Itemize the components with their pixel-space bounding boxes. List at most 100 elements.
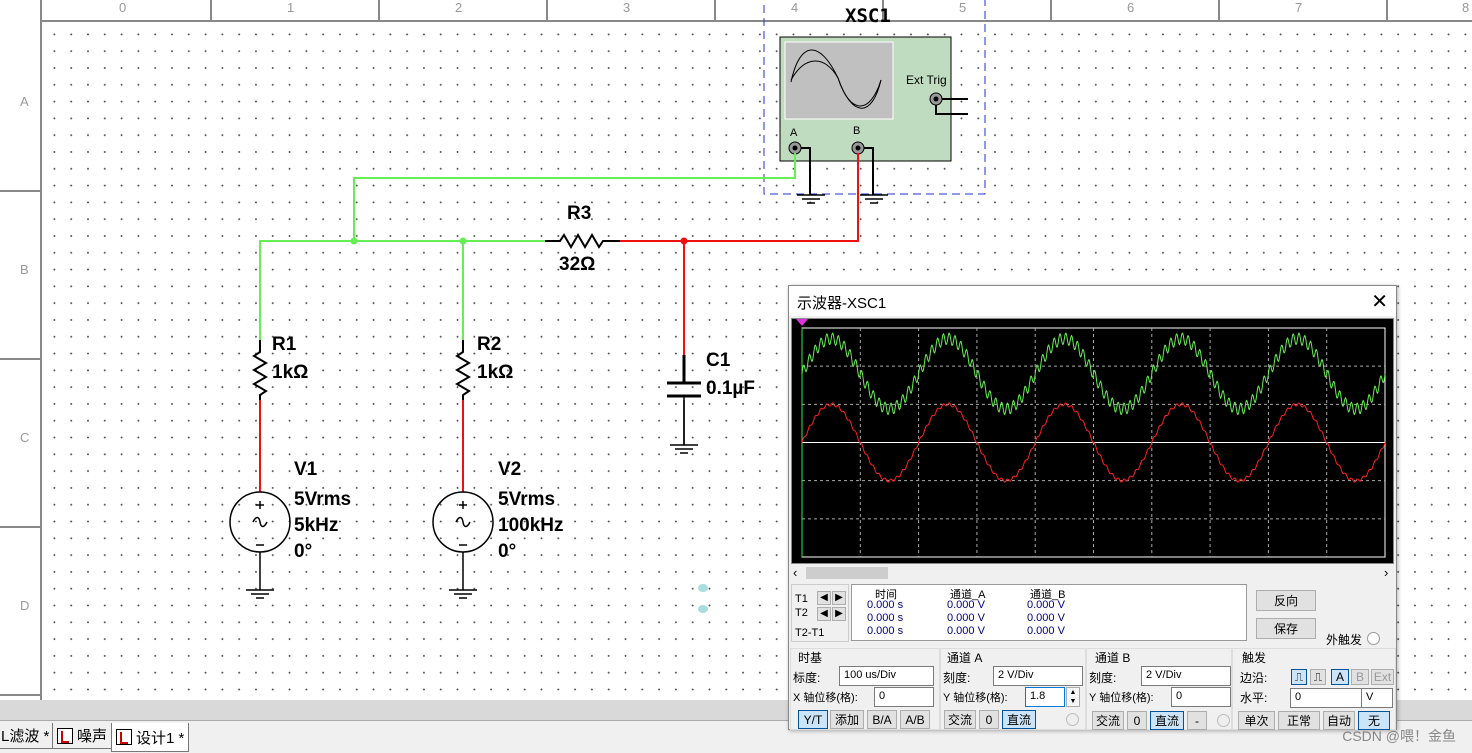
tab-filter[interactable]: L滤波 * [0, 723, 55, 749]
header-channel-a: 通道_A [950, 589, 986, 601]
cursor-controls: T1 T2 T2-T1 ◀ ▶ ◀ ▶ [791, 584, 849, 642]
channel-b-trace [801, 402, 1386, 483]
channel-b-invert-button[interactable]: - [1187, 711, 1207, 730]
timebase-scale-input[interactable]: 100 us/Div [839, 666, 934, 686]
v2-frequency[interactable]: 100kHz [498, 515, 564, 536]
reverse-button[interactable]: 反向 [1256, 590, 1316, 611]
row-label: C [20, 430, 30, 445]
channel-b-scale-input[interactable]: 2 V/Div [1141, 666, 1231, 686]
r3-name[interactable]: R3 [567, 203, 592, 224]
scroll-thumb[interactable] [806, 567, 888, 579]
tab-design1[interactable]: 设计1 * [111, 723, 190, 752]
col-label: 3 [623, 0, 631, 15]
v2-phase[interactable]: 0° [498, 541, 517, 562]
v1-amplitude[interactable]: 5Vrms [294, 489, 352, 510]
ext-trigger-radio[interactable] [1367, 632, 1380, 645]
add-button[interactable]: 添加 [830, 710, 864, 729]
scope-screen[interactable] [791, 318, 1394, 564]
row-label: A [20, 94, 29, 109]
channel-a-dc-button[interactable]: 直流 [1002, 710, 1036, 729]
r1-value[interactable]: 1kΩ [272, 362, 309, 383]
header-channel-b: 通道_B [1030, 589, 1066, 601]
auto-mode-button[interactable]: 自动 [1323, 711, 1355, 730]
normal-mode-button[interactable]: 正常 [1278, 711, 1320, 730]
c1-name[interactable]: C1 [706, 350, 731, 371]
header-time: 时间 [875, 589, 897, 601]
channel-a-title: 通道 A [947, 651, 983, 665]
v1-phase[interactable]: 0° [294, 541, 313, 562]
capacitor-c1 [667, 355, 701, 445]
oscilloscope-window: 示波器-XSC1 ✕ ‹ › T1 T2 T2-T1 ◀ ▶ ◀ ▶ 时间 通道… [788, 285, 1397, 730]
waveform-display [796, 319, 1386, 558]
t1-label: T1 [795, 593, 808, 605]
channel-a-zero-button[interactable]: 0 [979, 710, 999, 729]
falling-edge-icon[interactable]: ⎍ [1310, 669, 1326, 685]
single-mode-button[interactable]: 单次 [1238, 711, 1275, 730]
t1-right-arrow-icon[interactable]: ▶ [832, 591, 846, 605]
xsc1-label[interactable]: XSC1 [845, 5, 891, 27]
channel-b-dc-button[interactable]: 直流 [1150, 711, 1184, 730]
rising-edge-icon[interactable]: ⎍ [1291, 669, 1307, 685]
window-title-bar[interactable]: 示波器-XSC1 [789, 286, 1396, 316]
t2t1-label: T2-T1 [795, 627, 825, 639]
channel-a-ac-button[interactable]: 交流 [944, 710, 976, 729]
channel-a-wires [259, 153, 796, 340]
tab-noise[interactable]: 噪声 [52, 723, 113, 749]
v2-name[interactable]: V2 [498, 459, 522, 480]
channel-b-ac-button[interactable]: 交流 [1092, 711, 1124, 730]
channel-b-scale-label: 刻度: [1089, 671, 1117, 685]
channel-a-section: 通道 A 刻度: 2 V/Div Y 轴位移(格): 1.8 ▲▼ 交流 0 直… [940, 648, 1086, 730]
scroll-right-icon[interactable]: › [1384, 565, 1389, 580]
v1-name[interactable]: V1 [294, 459, 318, 480]
trigger-level-unit[interactable]: V [1361, 688, 1393, 708]
r1-name[interactable]: R1 [272, 334, 297, 355]
channel-a-scale-input[interactable]: 2 V/Div [993, 666, 1083, 686]
scroll-left-icon[interactable]: ‹ [793, 565, 798, 580]
trigger-title: 触发 [1242, 651, 1267, 665]
top-ruler: 0 1 2 3 4 5 6 7 8 [0, 0, 1472, 22]
col-label: 0 [119, 0, 127, 15]
row-label: B [20, 262, 29, 277]
trigger-source-ext[interactable]: Ext [1371, 669, 1394, 685]
r2-name[interactable]: R2 [477, 334, 502, 355]
t2-right-arrow-icon[interactable]: ▶ [832, 607, 846, 621]
v1-frequency[interactable]: 5kHz [294, 515, 339, 536]
r3-value[interactable]: 32Ω [559, 254, 596, 275]
schematic-doc-icon [116, 729, 132, 745]
trigger-source-a[interactable]: A [1331, 669, 1349, 685]
col-label: 7 [1295, 0, 1303, 15]
v2-amplitude[interactable]: 5Vrms [498, 489, 556, 510]
channel-a-radio[interactable] [1066, 713, 1079, 726]
t2-left-arrow-icon[interactable]: ◀ [817, 607, 831, 621]
close-button[interactable]: ✕ [1371, 291, 1388, 313]
trigger-level-input[interactable]: 0 [1290, 688, 1362, 708]
watermark: CSDN @喂！金鱼 [1342, 728, 1456, 744]
ext-trigger-label: 外触发 [1326, 633, 1363, 647]
timebase-title: 时基 [798, 651, 823, 665]
t1-left-arrow-icon[interactable]: ◀ [817, 591, 831, 605]
row-label: D [20, 598, 30, 613]
col-label: 8 [1462, 0, 1470, 15]
left-ruler: A B C D [0, 0, 42, 700]
t1-time: 0.000 s [867, 599, 904, 611]
y-position-spinner[interactable]: ▲▼ [1066, 687, 1080, 707]
yt-button[interactable]: Y/T [798, 710, 828, 729]
c1-value[interactable]: 0.1µF [706, 378, 755, 399]
resistors [252, 233, 620, 400]
ba-button[interactable]: B/A [867, 710, 897, 729]
save-button[interactable]: 保存 [1256, 618, 1316, 639]
channel-b-radio[interactable] [1217, 714, 1230, 727]
channel-a-y-position-input[interactable]: 1.8 [1025, 687, 1065, 707]
channel-a-scale-label: 刻度: [943, 671, 971, 685]
channel-b-y-position-input[interactable]: 0 [1171, 687, 1231, 707]
level-label: 水平: [1240, 691, 1268, 705]
channel-b-zero-button[interactable]: 0 [1127, 711, 1147, 730]
none-mode-button[interactable]: 无 [1358, 711, 1390, 730]
x-position-input[interactable]: 0 [874, 687, 934, 707]
scope-scrollbar[interactable]: ‹ › [789, 564, 1396, 582]
ab-button[interactable]: A/B [900, 710, 930, 729]
r2-value[interactable]: 1kΩ [477, 362, 514, 383]
trigger-source-b[interactable]: B [1351, 669, 1369, 685]
x-position-label: X 轴位移(格): [793, 692, 858, 704]
col-label: 1 [287, 0, 295, 15]
